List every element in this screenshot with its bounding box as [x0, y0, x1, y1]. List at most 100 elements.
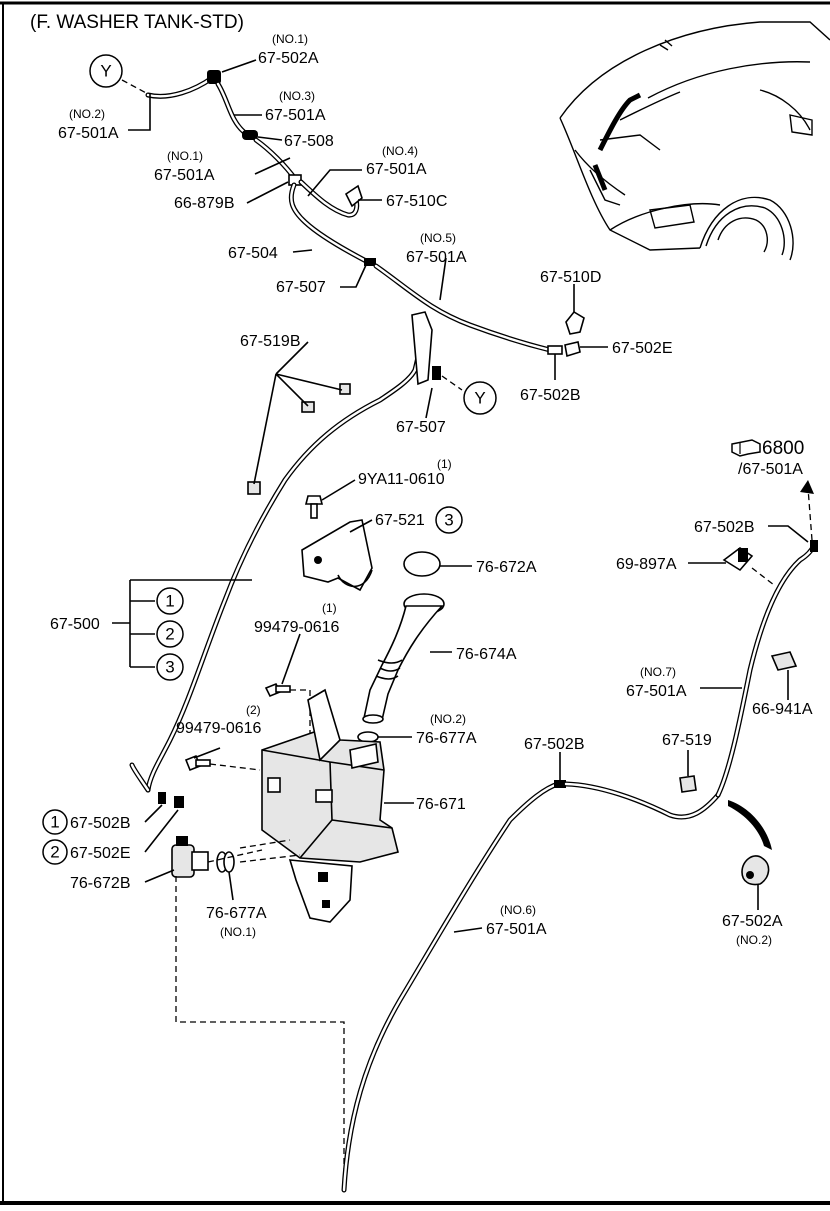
y-top-dash: [121, 79, 149, 95]
label-9ya11-qty: (1): [437, 457, 452, 471]
callout-1-valve: 1: [42, 809, 68, 835]
joint-67-507-a: [364, 258, 376, 266]
leader-lines-top: [128, 59, 608, 380]
grommet-69-897a: [722, 547, 754, 572]
svg-text:2: 2: [165, 625, 174, 644]
callout-3-bracket: 3: [435, 506, 463, 534]
rear-hose-arrow-icon: [800, 480, 814, 494]
label-67-501a-no6: 67-501A: [486, 921, 547, 938]
label-67-502b-right: 67-502B: [694, 519, 755, 536]
nozzle-67-510d: [565, 310, 585, 335]
joint-67-502b-top: [547, 345, 563, 355]
label-99479-0616-b: 99479-0616: [176, 720, 262, 737]
leader-9ya11: [321, 479, 356, 501]
pipe-67-504: [288, 182, 371, 265]
joint-67-507-b: [432, 366, 441, 380]
joint-67-502b-left: [158, 792, 166, 804]
hose-67-500-long: [145, 313, 424, 793]
label-99479-b-qty: (2): [246, 703, 261, 717]
bolt-dash-lines: [209, 689, 311, 771]
label-67-502e-top: 67-502E: [612, 340, 673, 357]
svg-text:1: 1: [165, 592, 174, 611]
label-67-501a-no3: 67-501A: [265, 107, 326, 124]
label-67-510c: 67-510C: [386, 193, 447, 210]
callout-2: 2: [156, 620, 184, 648]
label-67-501a-no1: 67-501A: [154, 167, 215, 184]
label-67-504: 67-504: [228, 245, 278, 262]
label-67-501a-no5: 67-501A: [406, 249, 467, 266]
check-valve-67-508: [242, 130, 258, 140]
vehicle-washer-highlight: [592, 92, 642, 191]
label-67-501a-no4: 67-501A: [366, 161, 427, 178]
cap-76-672a: [403, 551, 441, 577]
joint-67-502b-mid: [554, 780, 566, 788]
label-76-677a-no2: 76-677A: [416, 730, 477, 747]
svg-text:Y: Y: [474, 389, 485, 408]
curved-arrow-icon: [728, 800, 772, 850]
bolt-99479-0616-b: [184, 754, 211, 772]
svg-text:3: 3: [165, 658, 174, 677]
leader-67-521: [349, 519, 373, 533]
label-67-502a-no1-note: (NO.1): [272, 32, 308, 46]
label-67-502b-mid: 67-502B: [524, 736, 585, 753]
vehicle-illustration: [559, 21, 830, 261]
label-76-677a-no2-note: (NO.2): [430, 712, 466, 726]
label-67-501a-no2: 67-501A: [58, 125, 119, 142]
label-67-507-b: 67-507: [396, 419, 446, 436]
label-67-501a-no1-note: (NO.1): [167, 149, 203, 163]
label-66-941a: 66-941A: [752, 701, 813, 718]
leaders-pump: [144, 869, 234, 901]
washer-pump-76-672b: [171, 836, 209, 878]
callout-2-valve: 2: [42, 839, 68, 865]
hose-no4: [298, 179, 360, 218]
label-67-501a-no2-note: (NO.2): [69, 107, 105, 121]
label-67-521: 67-521: [375, 512, 425, 529]
label-99479-a-qty: (1): [322, 601, 337, 615]
hose-no2-upper: [145, 75, 215, 99]
diagram-title: (F. WASHER TANK-STD): [30, 12, 244, 33]
y-mid-dash: [441, 375, 463, 391]
part-labels: (NO.1) 67-502A (NO.3) 67-501A (NO.2) 67-…: [50, 32, 813, 947]
svg-text:2: 2: [50, 843, 59, 862]
svg-text:1: 1: [50, 813, 59, 832]
label-67-501a-no3-note: (NO.3): [279, 89, 315, 103]
label-76-672b: 76-672B: [70, 875, 131, 892]
bracket-67-521-hole: [314, 556, 322, 564]
bracket-67-500: [112, 579, 252, 668]
joint-67-502b-right: [810, 540, 818, 552]
label-67-502b-left: 67-502B: [70, 815, 131, 832]
elbow-67-502e-left: [174, 796, 184, 808]
bracket-67-521-cutout: [337, 569, 373, 588]
svg-text:Y: Y: [100, 62, 111, 81]
hand-pointer-icon: [731, 439, 761, 457]
callout-1: 1: [156, 587, 184, 615]
joint-67-502a-no1: [207, 70, 221, 84]
nozzle-67-510c: [344, 184, 363, 208]
label-67-510d: 67-510D: [540, 269, 601, 286]
label-66-879b: 66-879B: [174, 195, 235, 212]
bolt-99479-0616-a: [264, 682, 291, 698]
label-67-502b-top: 67-502B: [520, 387, 581, 404]
callout-y-mid: Y: [463, 381, 497, 415]
washer-tank-76-671: [261, 688, 399, 923]
label-76-671: 76-671: [416, 796, 466, 813]
label-67-502a-no2: 67-502A: [722, 913, 783, 930]
label-67-501a-no7-note: (NO.7): [640, 665, 676, 679]
pump-dash-lines: [175, 839, 345, 1190]
bolt-9ya11-0610: [304, 495, 324, 519]
label-69-897a: 69-897A: [616, 556, 677, 573]
label-9ya11-0610: 9YA11-0610: [358, 471, 445, 488]
label-76-677a-no1-note: (NO.1): [220, 925, 256, 939]
label-76-674a: 76-674A: [456, 646, 517, 663]
bracket-67-521: [301, 519, 373, 592]
leader-lines-right: [453, 525, 809, 933]
elbow-67-502e-top: [564, 341, 581, 358]
label-67-519: 67-519: [662, 732, 712, 749]
clip-66-941a: [770, 651, 798, 671]
label-67-500: 67-500: [50, 616, 100, 633]
label-67-502e-left: 67-502E: [70, 845, 131, 862]
label-67-501a-no7: 67-501A: [626, 683, 687, 700]
leader-lines-mid-left: [144, 341, 433, 853]
svg-text:3: 3: [444, 511, 453, 530]
